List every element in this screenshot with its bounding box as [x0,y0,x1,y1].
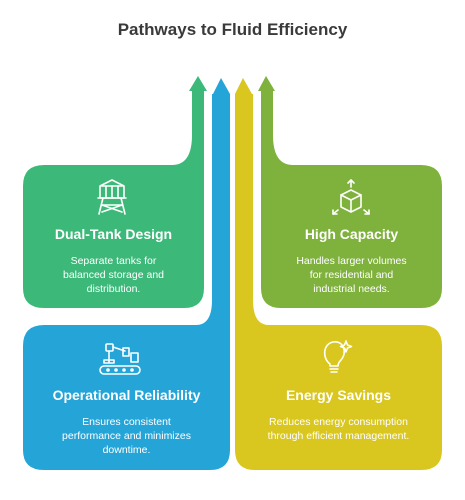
description-line: performance and minimizes [62,430,191,442]
water-tower-icon [97,179,127,215]
description-line: downtime. [102,444,151,456]
arrow-head-green [189,76,207,91]
robot-arm-conveyor-icon [99,343,141,375]
card-operational-shape [23,94,230,470]
card-high-capacity-title: High Capacity [304,226,399,242]
arrow-head-blue [213,78,230,94]
card-high-capacity-description: Handles larger volumes for residential a… [261,254,442,296]
box-expand-icon [332,179,370,215]
card-energy-shape [235,94,442,470]
card-operational-title: Operational Reliability [52,387,201,403]
description-line: distribution. [86,283,141,295]
lightbulb-sparkle-icon [323,340,353,373]
card-dual-tank-shape [23,91,204,308]
description-line: for residential and [309,269,394,281]
card-dual-tank-title: Dual-Tank Design [54,226,173,242]
arrow-head-yellow [235,78,252,94]
card-energy-title: Energy Savings [285,387,392,403]
description-line: Ensures consistent [82,416,171,428]
description-line: balanced storage and [63,269,164,281]
description-line: Handles larger volumes [296,255,407,267]
card-dual-tank-description: Separate tanks for balanced storage and … [23,254,204,296]
description-line: through efficient management. [267,430,410,442]
diagram-title: Pathways to Fluid Efficiency [117,20,348,39]
description-line: Separate tanks for [70,255,157,267]
description-line: Reduces energy consumption [269,416,408,428]
description-line: industrial needs. [313,283,390,295]
card-energy-description: Reduces energy consumption through effic… [235,415,442,443]
arrow-head-olive [258,76,275,91]
card-operational-description: Ensures consistent performance and minim… [23,415,230,457]
